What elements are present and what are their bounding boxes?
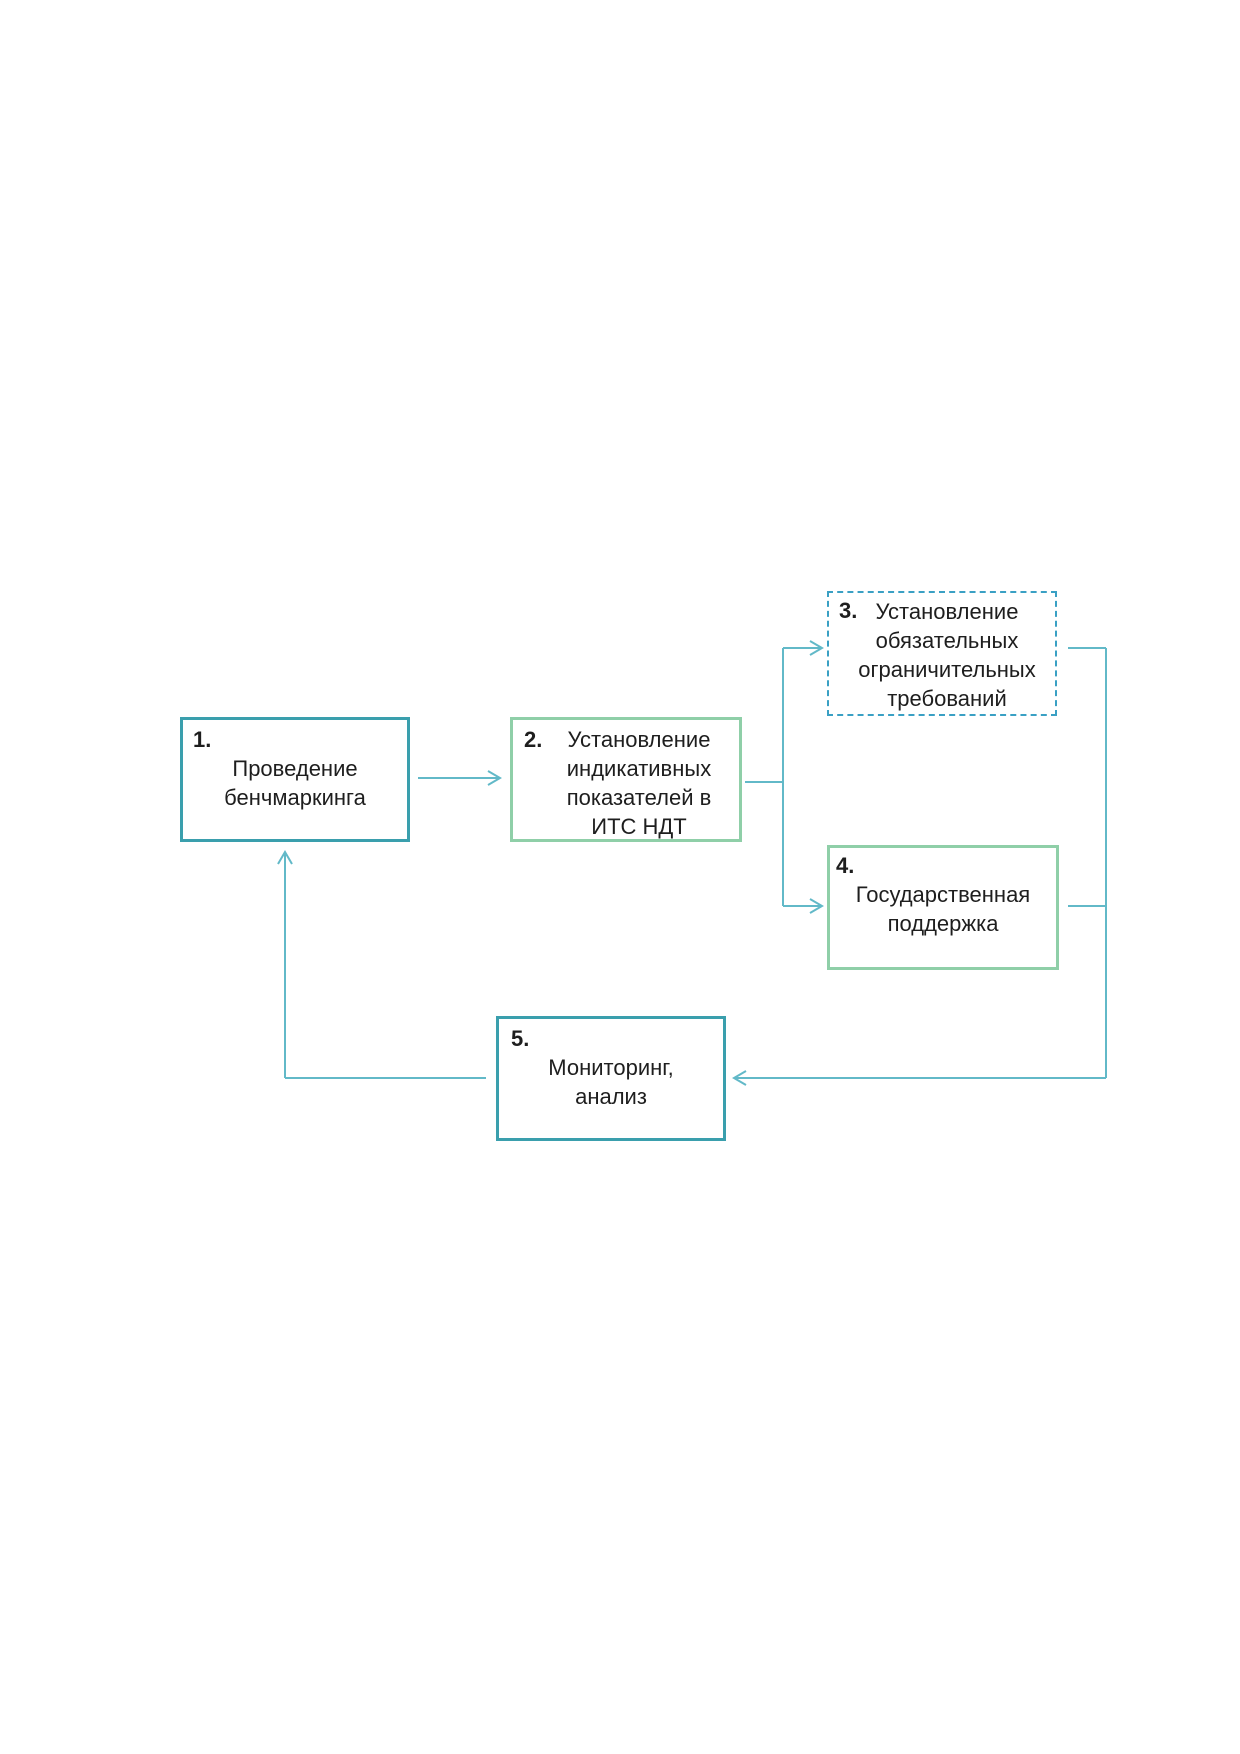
step-1-number: 1. xyxy=(193,727,212,752)
step-5-number: 5. xyxy=(511,1026,530,1051)
step-4-text: Государственная поддержка xyxy=(855,882,1031,936)
arrow-3-and-4-to-5 xyxy=(732,647,1107,1086)
step-3-number: 3. xyxy=(839,598,858,623)
step-5-box: 5. Мониторинг, анализ xyxy=(496,1016,726,1141)
step-4-number: 4. xyxy=(836,853,855,878)
step-2-number: 2. xyxy=(524,727,543,752)
arrow-2-to-3-and-4 xyxy=(745,640,824,914)
step-1-box: 1. Проведение бенчмаркинга xyxy=(180,717,410,842)
step-4-box: 4. Государственная поддержка xyxy=(827,845,1059,970)
step-1-text: Проведение бенчмаркинга xyxy=(224,756,366,810)
step-2-text: Установление индикативных показателей в … xyxy=(566,727,712,839)
step-2-box: 2. Установление индикативных показателей… xyxy=(510,717,742,842)
step-5-text: Мониторинг, анализ xyxy=(548,1055,674,1109)
step-3-box: 3. Установление обязательных ограничител… xyxy=(827,591,1057,716)
step-3-text: Установление обязательных ограничительны… xyxy=(858,599,1036,711)
arrow-1-to-2 xyxy=(418,770,502,786)
arrow-5-to-1 xyxy=(277,850,486,1079)
